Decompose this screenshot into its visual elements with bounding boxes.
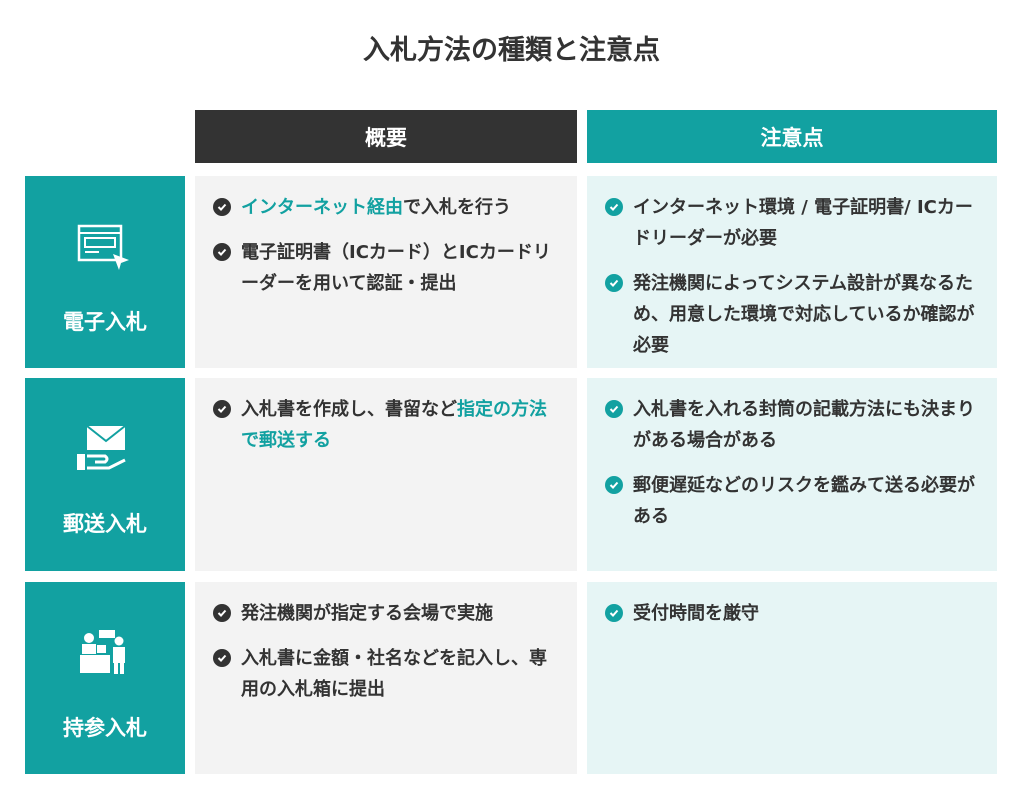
overview-cell: 発注機関が指定する会場で実施入札書に金額・社名などを記入し、専用の入札箱に提出 [195, 582, 577, 774]
check-icon [605, 274, 623, 292]
page-title: 入札方法の種類と注意点 [363, 35, 660, 66]
overview-cell: インターネット経由で入札を行う電子証明書（ICカード）とICカードリーダーを用い… [195, 176, 577, 368]
notes-cell: 入札書を入れる封筒の記載方法にも決まりがある場合がある郵便遅延などのリスクを鑑み… [587, 378, 997, 571]
reception-desk-icon [75, 628, 135, 678]
method-name: 郵送入札 [63, 512, 147, 536]
header-overview: 概要 [195, 110, 577, 163]
list-item: 発注機関によってシステム設計が異なるため、用意した環境で対応しているか確認が必要 [605, 268, 979, 361]
list-item: 入札書を作成し、書留など指定の方法で郵送する [213, 394, 559, 456]
method-name: 持参入札 [63, 716, 147, 740]
highlight-text: 指定の方法で郵送する [241, 399, 547, 451]
method-label: 持参入札 [25, 582, 185, 774]
highlight-text: インターネット経由 [241, 197, 403, 218]
notes-cell: インターネット環境 / 電子証明書/ ICカードリーダーが必要発注機関によってシ… [587, 176, 997, 368]
browser-cursor-icon [75, 222, 135, 272]
list-item: 電子証明書（ICカード）とICカードリーダーを用いて認証・提出 [213, 237, 559, 299]
check-icon [605, 476, 623, 494]
list-item: 発注機関が指定する会場で実施 [213, 598, 559, 629]
check-icon [605, 604, 623, 622]
notes-cell: 受付時間を厳守 [587, 582, 997, 774]
method-label: 電子入札 [25, 176, 185, 368]
list-item: インターネット経由で入札を行う [213, 192, 559, 223]
check-icon [213, 604, 231, 622]
overview-cell: 入札書を作成し、書留など指定の方法で郵送する [195, 378, 577, 571]
list-item: 入札書を入れる封筒の記載方法にも決まりがある場合がある [605, 394, 979, 456]
list-item: 入札書に金額・社名などを記入し、専用の入札箱に提出 [213, 643, 559, 705]
check-icon [213, 198, 231, 216]
method-name: 電子入札 [63, 310, 147, 334]
list-item: インターネット環境 / 電子証明書/ ICカードリーダーが必要 [605, 192, 979, 254]
method-label: 郵送入札 [25, 378, 185, 571]
check-icon [213, 243, 231, 261]
list-item: 受付時間を厳守 [605, 598, 979, 629]
header-notes: 注意点 [587, 110, 997, 163]
check-icon [213, 649, 231, 667]
envelope-hand-icon [75, 424, 135, 474]
check-icon [605, 400, 623, 418]
check-icon [213, 400, 231, 418]
check-icon [605, 198, 623, 216]
list-item: 郵便遅延などのリスクを鑑みて送る必要がある [605, 470, 979, 532]
